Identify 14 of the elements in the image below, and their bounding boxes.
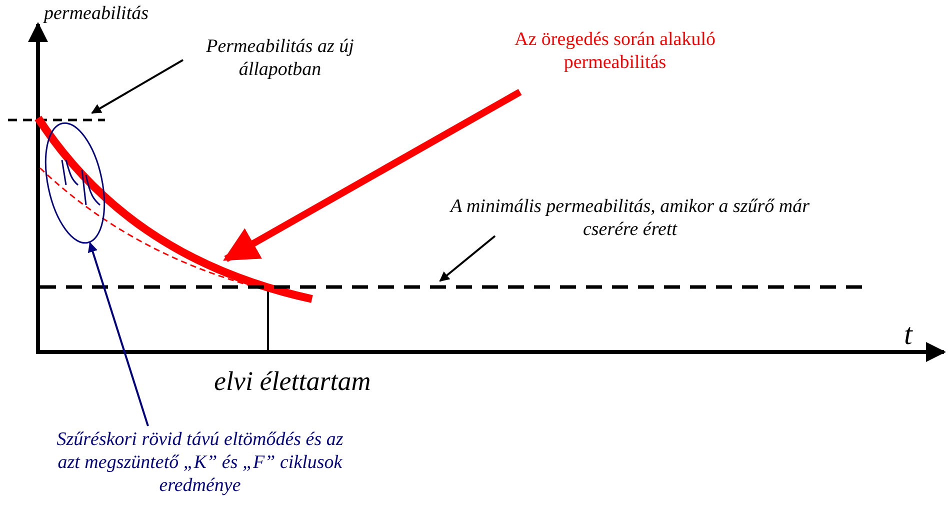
callout-text: A minimális permeabilitás, amikor a szűrő már cserére érett	[445, 195, 815, 241]
callout-text: Az öregedés során alakuló permeabilitás	[510, 28, 720, 74]
callout-text: Szűréskori rövid távú eltömődés és az azt megszüntető „K” és „F” ciklusok eredménye	[55, 428, 345, 497]
dashed-level-line	[40, 285, 865, 289]
arrow	[439, 235, 496, 282]
axis-label: t	[904, 318, 912, 352]
axis-label: elvi élettartam	[214, 366, 371, 397]
arrow	[91, 59, 184, 114]
leader-line	[88, 242, 149, 426]
dashed-level-line	[8, 118, 105, 122]
arrow	[222, 88, 522, 262]
aging-curve	[34, 116, 313, 303]
axis-label: permeabilitás	[44, 2, 148, 25]
callout-text: Permeabilitás az új állapotban	[180, 35, 380, 81]
